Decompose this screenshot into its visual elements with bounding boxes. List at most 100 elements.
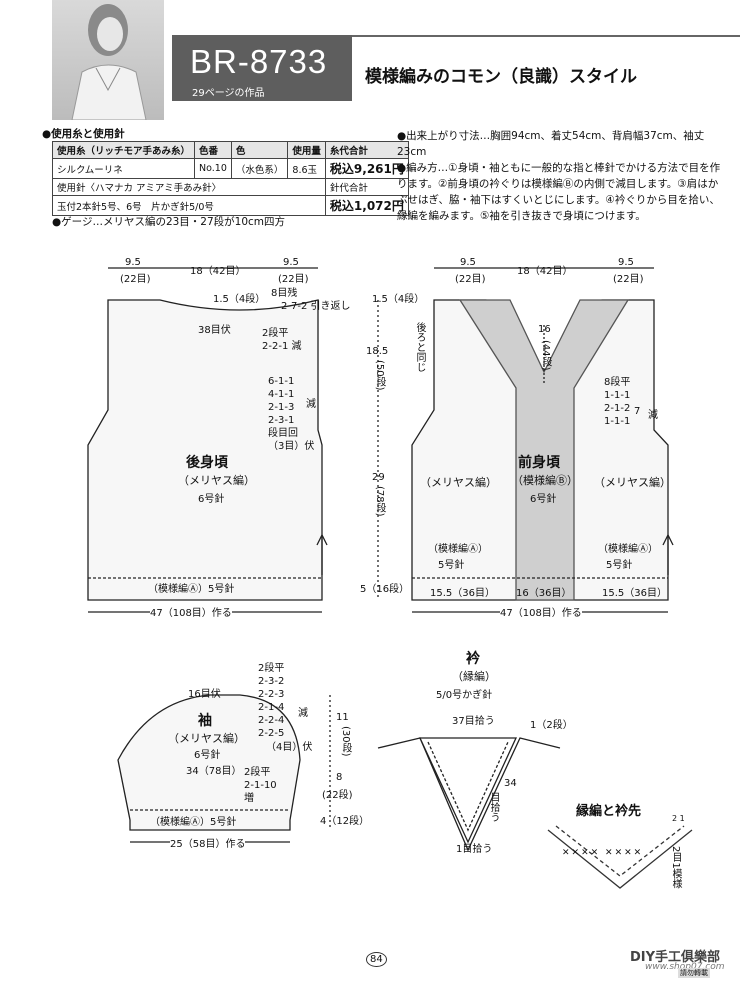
- front-right-rib: （模様編Ⓐ）: [598, 544, 658, 555]
- page-number: 84: [366, 952, 387, 967]
- yarn-section-title: ●使用糸と使用針: [42, 128, 125, 140]
- front-body-title: 前身頃: [518, 455, 560, 471]
- back-shoulder-remain: 8目残: [271, 288, 298, 299]
- cap-step: 2-2-5: [258, 728, 285, 739]
- model-photo: [52, 0, 164, 120]
- sleeve-cast-on: 25（58目）作る: [170, 835, 246, 850]
- sleeve-body-rows: (22段): [322, 790, 353, 801]
- sleeve-underarm-bindoff: （4目）伏: [266, 742, 313, 753]
- sleeve-cap-height: 11: [336, 712, 349, 723]
- header-rule: [172, 35, 740, 37]
- front-bottom-right: 15.5（36目）: [602, 588, 667, 599]
- back-body-title: 後身頃: [186, 455, 228, 471]
- front-bottom-left: 15.5（36目）: [430, 588, 495, 599]
- front-needle: 6号針: [530, 494, 557, 505]
- sleeve-title: 袖: [198, 713, 212, 729]
- armhole-step: 2-1-3: [268, 402, 295, 413]
- yarn-table: 使用糸（リッチモア手あみ糸） 色番 色 使用量 糸代合計 シルクムーリネ No.…: [51, 141, 409, 216]
- increase-step: 2段平: [244, 767, 271, 778]
- cap-step: 2-2-4: [258, 715, 285, 726]
- back-neck-rows: 1.5（4段）: [213, 294, 266, 305]
- body-height: 29: [372, 472, 385, 483]
- armhole-step: 2-1-2: [604, 403, 631, 414]
- back-stitch: （メリヤス編）: [178, 474, 255, 487]
- back-width-left: 9.5: [125, 257, 141, 268]
- front-width-right: 9.5: [618, 257, 634, 268]
- method-text: ●編み方…①身頃・袖ともに一般的な指と棒針でかける方法で目を作ります。②前身頃の…: [397, 162, 721, 222]
- same-as-back-note: 後ろと同じ: [414, 322, 425, 372]
- back-neck-even: 2段平: [262, 328, 289, 339]
- armhole-step: 1-1-1: [604, 416, 631, 427]
- v-neck-rows: (44段): [540, 340, 551, 371]
- back-neck-width: 18（42目）: [190, 266, 246, 277]
- front-center-stitch: （模様編Ⓑ）: [512, 474, 578, 487]
- collar-pickup-back: 37目拾う: [452, 716, 495, 727]
- gauge-text: ●ゲージ…メリヤス編の23目・27段が10cm四方: [52, 216, 286, 228]
- table-cell: 糸代合計: [324, 141, 409, 159]
- sleeve-body-height: 8: [336, 772, 343, 783]
- sleeve-width: 34（78目）: [186, 766, 242, 777]
- body-rows: (78段): [374, 486, 385, 517]
- armhole-height: 18.5: [366, 346, 389, 357]
- back-shoulder-short-rows: 2-7-2 引き返し: [281, 301, 351, 312]
- copyright-badge: 請勿轉載: [678, 968, 710, 978]
- increase-step: 増: [244, 793, 254, 804]
- front-right-rib-needle: 5号針: [606, 560, 633, 571]
- sleeve-cuff-height: 4（12段）: [320, 816, 370, 827]
- back-width-left-stitches: (22目): [120, 274, 151, 285]
- armhole-step: 6-1-1: [268, 376, 295, 387]
- pattern-code: BR-8733: [190, 43, 328, 80]
- collar-pickup-front-count: 34: [504, 778, 517, 789]
- cap-step: 2-3-2: [258, 676, 285, 687]
- table-cell: 税込1,072円: [324, 195, 409, 216]
- ribbing-height: 5（16段）: [360, 584, 410, 595]
- front-bottom-center: 16（36目）: [516, 588, 572, 599]
- front-left-rib: （模様編Ⓐ）: [428, 544, 488, 555]
- front-neck-width: 18（42目）: [517, 266, 573, 277]
- collar-hook: 5/0号かぎ針: [436, 690, 493, 701]
- front-width-left: 9.5: [460, 257, 476, 268]
- edge-stitch-marks: ✕✕✕✕ ✕✕✕✕: [562, 848, 644, 858]
- front-left-rib-needle: 5号針: [438, 560, 465, 571]
- site-url: www.shop07.com: [645, 962, 725, 972]
- front-right-stitch: （メリヤス編）: [594, 476, 671, 489]
- armhole-rows: (50段): [374, 360, 385, 391]
- increase-step: 2-1-10: [244, 780, 277, 791]
- cap-step: 2-2-3: [258, 689, 285, 700]
- armhole-step: 4-1-1: [268, 389, 295, 400]
- armhole-step: （3目）伏: [268, 441, 315, 452]
- back-needle: 6号針: [198, 494, 225, 505]
- code-banner: BR-8733 29ページの作品: [172, 35, 352, 101]
- front-width-right-stitches: (22目): [613, 274, 644, 285]
- front-cast-on: 47（108目）作る: [500, 604, 582, 619]
- site-logo: DIY手工俱樂部: [630, 950, 721, 965]
- table-cell: 使用糸（リッチモア手あみ糸）: [51, 141, 196, 159]
- collar-rows: 1（2段）: [530, 720, 573, 731]
- sleeve-cap-decrease: 減: [298, 708, 308, 719]
- front-left-stitch: （メリヤス編）: [420, 476, 497, 489]
- edge-detail-title: 縁編と衿先: [576, 804, 642, 819]
- front-armhole-count: 7: [634, 406, 641, 417]
- cap-step: 2-1-4: [258, 702, 285, 713]
- front-armhole-steps: 8段平 1-1-1 2-1-2 1-1-1: [604, 376, 630, 428]
- collar-stitch: （縁編）: [452, 670, 496, 683]
- sleeve-increase-steps: 2段平 2-1-10 増: [244, 766, 277, 805]
- back-armhole-decrease: 減: [306, 399, 316, 410]
- table-cell: 色番: [194, 141, 232, 159]
- table-row: シルクムーリネ No.10 （水色系） 8.6玉 税込9,261円: [51, 158, 409, 179]
- back-armhole-steps: 6-1-1 4-1-1 2-1-3 2-3-1 段目回 （3目）伏: [268, 375, 314, 453]
- table-cell: 使用量: [287, 141, 326, 159]
- sleeve-needle: 6号針: [194, 750, 221, 761]
- edge-repeat-note: 2目1模様: [670, 846, 681, 889]
- table-row: 使用糸（リッチモア手あみ糸） 色番 色 使用量 糸代合計: [51, 141, 409, 159]
- table-cell: 玉付2本針5号、6号 片かぎ針5/0号: [52, 195, 326, 216]
- page-title: 模様編みのコモン（良識）スタイル: [365, 67, 637, 87]
- sleeve-cap-rows: (30段): [340, 726, 351, 757]
- finished-size: ●出来上がり寸法…胸囲94cm、着丈54cm、背肩幅37cm、袖丈23cm: [397, 130, 705, 158]
- back-width-right-stitches: (22目): [278, 274, 309, 285]
- back-cast-on: 47（108目）作る: [150, 604, 232, 619]
- back-ribbing: （模様編Ⓐ）5号針: [148, 584, 235, 595]
- instructions: ●出来上がり寸法…胸囲94cm、着丈54cm、背肩幅37cm、袖丈23cm ●編…: [397, 128, 727, 224]
- v-neck-depth: 16: [538, 324, 551, 335]
- edge-row-numbers: 2 1: [672, 814, 685, 823]
